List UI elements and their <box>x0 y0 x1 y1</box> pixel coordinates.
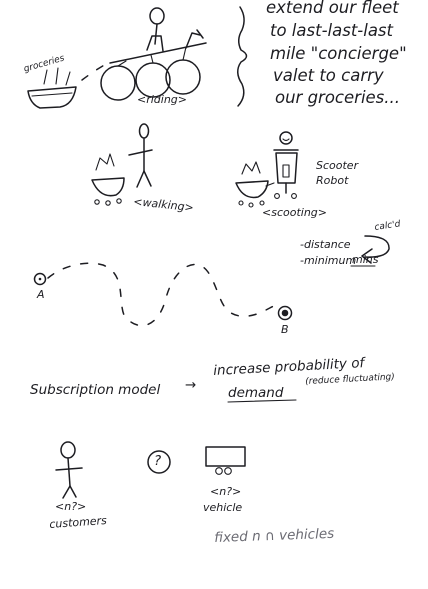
metric-minimum: -minimum <box>300 254 357 267</box>
metric-mins: mins <box>352 253 379 266</box>
metric-distance: -distance <box>300 238 351 251</box>
scooter-robot-label: Scooter Robot <box>316 159 359 187</box>
question-mark: ? <box>154 453 162 469</box>
scooting-label: <scooting> <box>262 206 327 219</box>
question-circle <box>147 450 171 474</box>
fleet-note-line-4: valet to carry <box>273 66 384 85</box>
vehicle-label: vehicle <box>203 501 243 514</box>
demand-underline <box>227 399 297 403</box>
fleet-note-line-1: extend our fleet <box>266 0 399 17</box>
start-point-a <box>33 272 47 286</box>
grocery-basket-icon <box>27 67 77 109</box>
scooter-robot-icon <box>273 131 299 199</box>
curly-brace <box>237 6 248 107</box>
cycle-arrow-icon <box>361 235 390 264</box>
end-point-b <box>277 305 293 321</box>
route-path <box>47 262 279 327</box>
scooting-basket-icon <box>235 161 275 208</box>
fleet-note-line-5: our groceries... <box>275 88 401 107</box>
walking-basket-icon <box>91 153 125 206</box>
route-label-b: B <box>281 323 289 336</box>
fleet-note-line-2: to last-last-last <box>270 21 394 40</box>
walking-figure-icon <box>128 123 153 188</box>
basket-connection-line <box>81 61 111 81</box>
subscription-arrow: → <box>185 377 197 393</box>
fleet-note-line-3: mile "concierge" <box>270 44 407 63</box>
customer-figure-icon <box>55 441 83 499</box>
demand-text: demand <box>228 385 284 401</box>
riding-label: <riding> <box>137 93 188 106</box>
customers-n-label: <n?> <box>55 500 87 513</box>
vehicle-n-label: <n?> <box>210 485 242 498</box>
route-label-a: A <box>37 288 45 301</box>
riding-vehicle-icon <box>100 7 207 101</box>
vehicle-icon <box>205 446 246 475</box>
subscription-model-text: Subscription model <box>30 382 161 398</box>
